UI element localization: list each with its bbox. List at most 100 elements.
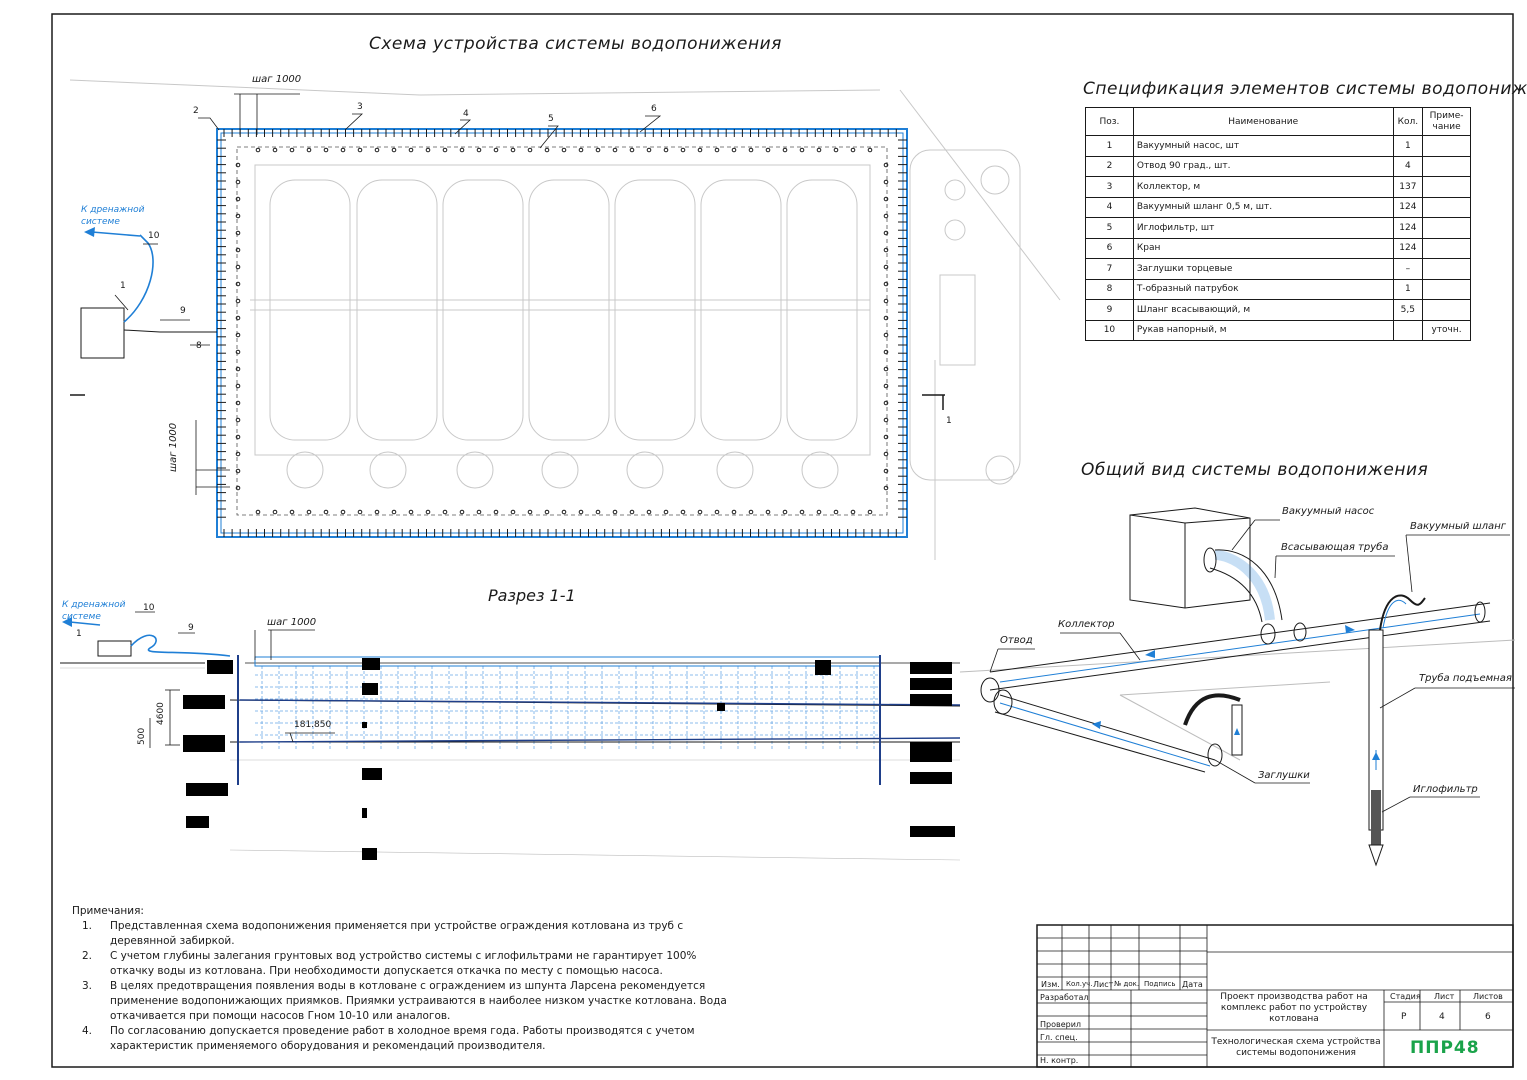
section-dim-4600: 4600 (156, 702, 166, 725)
wellpoint-marker (235, 332, 241, 338)
section-view (60, 611, 961, 861)
wellpoint-marker (235, 434, 241, 440)
spec-qty: 124 (1392, 237, 1424, 259)
stamp-role-check: Проверил (1040, 1020, 1082, 1029)
wellpoint-marker (408, 147, 414, 153)
wellpoint-marker (235, 349, 241, 355)
wellpoint-marker (235, 315, 241, 321)
wellpoint-marker (476, 147, 482, 153)
wellpoint-marker (306, 509, 312, 515)
spec-qty: 5,5 (1392, 299, 1424, 321)
wellpoint-marker (306, 147, 312, 153)
wellpoint-marker (883, 230, 889, 236)
wellpoint-marker (442, 147, 448, 153)
spec-name: Коллектор, м (1132, 176, 1394, 198)
wellpoint-marker (340, 147, 346, 153)
plan-pos-2: 2 (193, 106, 199, 116)
wellpoint-marker (595, 147, 601, 153)
spec-qty: 4 (1392, 155, 1424, 177)
wellpoint-marker (340, 509, 346, 515)
plan-step-left: шаг 1000 (168, 422, 179, 472)
wellpoint-marker (883, 485, 889, 491)
section-pos-9: 9 (188, 623, 194, 633)
wellpoint-marker (782, 147, 788, 153)
wellpoint-marker (612, 509, 618, 515)
plan-drain-label: К дренажной системе (81, 205, 145, 227)
note-text: В целях предотвращения появления воды в … (110, 980, 727, 1022)
wellpoint-marker (425, 509, 431, 515)
note-num: 3. (82, 980, 93, 992)
wellpoint-marker (799, 147, 805, 153)
wellpoint-marker (714, 509, 720, 515)
spec-pos: 9 (1085, 299, 1134, 321)
wellpoint-marker (782, 509, 788, 515)
wellpoint-marker (510, 147, 516, 153)
wellpoint-marker (493, 509, 499, 515)
spec-name: Заглушки торцевые (1132, 258, 1394, 280)
spec-note (1422, 237, 1471, 259)
spec-note (1422, 258, 1471, 280)
wellpoint-marker (883, 247, 889, 253)
wellpoint-marker (883, 468, 889, 474)
wellpoint-marker (357, 509, 363, 515)
wellpoint-marker (476, 509, 482, 515)
spec-pos: 4 (1085, 196, 1134, 218)
wellpoint-marker (646, 147, 652, 153)
wellpoint-marker (578, 147, 584, 153)
spec-col-note: Приме- чание (1422, 107, 1471, 136)
wellpoint-marker (663, 147, 669, 153)
wellpoint-marker (235, 247, 241, 253)
gv-collector: Коллектор (1058, 619, 1115, 630)
plan-step-top: шаг 1000 (252, 74, 302, 85)
wellpoint-marker (867, 509, 873, 515)
wellpoint-marker (883, 366, 889, 372)
wellpoint-marker (833, 147, 839, 153)
spec-name: Рукав напорный, м (1132, 319, 1394, 341)
wellpoint-marker (663, 509, 669, 515)
spec-qty: 124 (1392, 217, 1424, 239)
notes-heading: Примечания: (72, 905, 144, 917)
plan-pos-1: 1 (120, 281, 126, 291)
wellpoint-marker (442, 509, 448, 515)
wellpoint-marker (612, 147, 618, 153)
wellpoint-marker (323, 509, 329, 515)
note-item: 3. В целях предотвращения появления воды … (72, 979, 732, 1024)
wellpoint-marker (272, 147, 278, 153)
wellpoint-marker (235, 179, 241, 185)
spec-name: Шланг всасывающий, м (1132, 299, 1394, 321)
company-logo: ППР48 (1410, 1038, 1480, 1058)
plan-pump (80, 307, 125, 359)
section-pos-1: 1 (76, 629, 82, 639)
stamp-project: Проект производства работ на комплекс ра… (1220, 992, 1368, 1024)
wellpoint-marker (731, 147, 737, 153)
wellpoint-marker (408, 509, 414, 515)
note-num: 1. (82, 920, 93, 932)
spec-qty (1392, 319, 1424, 341)
wellpoint-marker (357, 147, 363, 153)
general-title: Общий вид системы водопонижения (1081, 460, 1429, 480)
wellpoint-marker (235, 468, 241, 474)
wellpoint-marker (765, 147, 771, 153)
section-wellpoints (255, 666, 880, 750)
wellpoint-marker (235, 400, 241, 406)
wellpoint-marker (883, 349, 889, 355)
plan-pos-8: 8 (196, 341, 202, 351)
note-num: 4. (82, 1025, 93, 1037)
wellpoint-marker (867, 147, 873, 153)
gv-pump: Вакуумный насос (1282, 506, 1375, 517)
wellpoint-marker (255, 147, 261, 153)
wellpoint-ticks (217, 129, 907, 537)
stamp-sheets: 6 (1485, 1012, 1491, 1022)
spec-name: Кран (1132, 237, 1394, 259)
section-dim-500: 500 (137, 727, 147, 745)
wellpoint-marker (235, 298, 241, 304)
note-item: 4.По согласованию допускается проведение… (72, 1024, 732, 1054)
plan-pos-5: 5 (548, 114, 554, 124)
stamp-stage: Р (1401, 1012, 1407, 1022)
wellpoint-marker (646, 509, 652, 515)
wellpoint-marker (883, 264, 889, 270)
spec-qty: 1 (1392, 278, 1424, 300)
